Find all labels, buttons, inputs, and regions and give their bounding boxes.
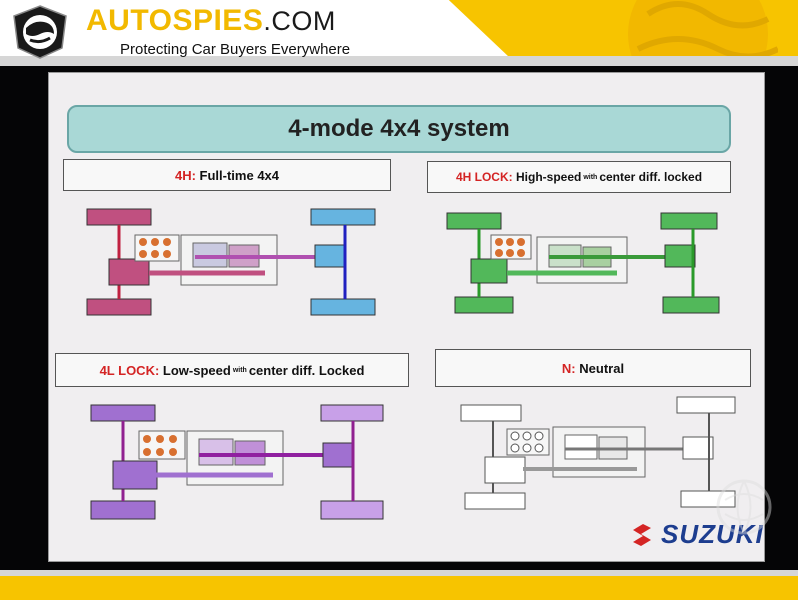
mode-text-after: center diff. locked (599, 170, 703, 184)
drivetrain-diagram-4h-lock (446, 212, 720, 314)
mode-label-neutral: N: Neutral (435, 349, 751, 387)
mode-text: Neutral (579, 360, 625, 376)
site-header: AUTOSPIES.COM Protecting Car Buyers Ever… (0, 0, 798, 66)
mode-connector: with (232, 366, 247, 374)
presentation-slide: 4-mode 4x4 system 4H: Full-time 4x4 4H L… (48, 72, 765, 562)
globe-watermark-icon (628, 0, 778, 66)
tagline: Protecting Car Buyers Everywhere (120, 41, 351, 58)
drivetrain-diagram-4h (86, 208, 376, 316)
header-divider (0, 56, 798, 66)
autospies-globe-watermark-icon (716, 479, 772, 535)
mode-text-after: center diff. Locked (248, 362, 365, 378)
drivetrain-diagram-4l-lock (90, 404, 384, 520)
suzuki-logo: SUZUKI (629, 519, 764, 550)
drivetrain-diagram-neutral (460, 396, 736, 510)
slide-title: 4-mode 4x4 system (67, 105, 731, 153)
mode-text: High-speed (515, 170, 582, 184)
mode-text: Full-time 4x4 (199, 167, 280, 183)
mode-code: 4H: (174, 167, 196, 183)
footer-divider (0, 570, 798, 576)
mode-code: 4H LOCK: (455, 170, 513, 184)
mode-code: N: (561, 360, 576, 376)
mode-label-4h: 4H: Full-time 4x4 (63, 159, 391, 191)
suzuki-logo-text: SUZUKI (661, 519, 764, 549)
header-white-panel (0, 0, 510, 58)
suzuki-s-icon (633, 523, 651, 546)
brand-suffix: .COM (263, 6, 336, 36)
brand-name[interactable]: AUTOSPIES.COM (86, 4, 336, 38)
photo-stage: 4-mode 4x4 system 4H: Full-time 4x4 4H L… (0, 66, 798, 570)
mode-code: 4L LOCK: (99, 362, 160, 378)
mode-connector: with (583, 173, 598, 181)
mode-text: Low-speed (162, 362, 231, 378)
autospies-logo-icon[interactable] (10, 4, 70, 60)
brand-name-text: AUTOSPIES (86, 4, 264, 37)
